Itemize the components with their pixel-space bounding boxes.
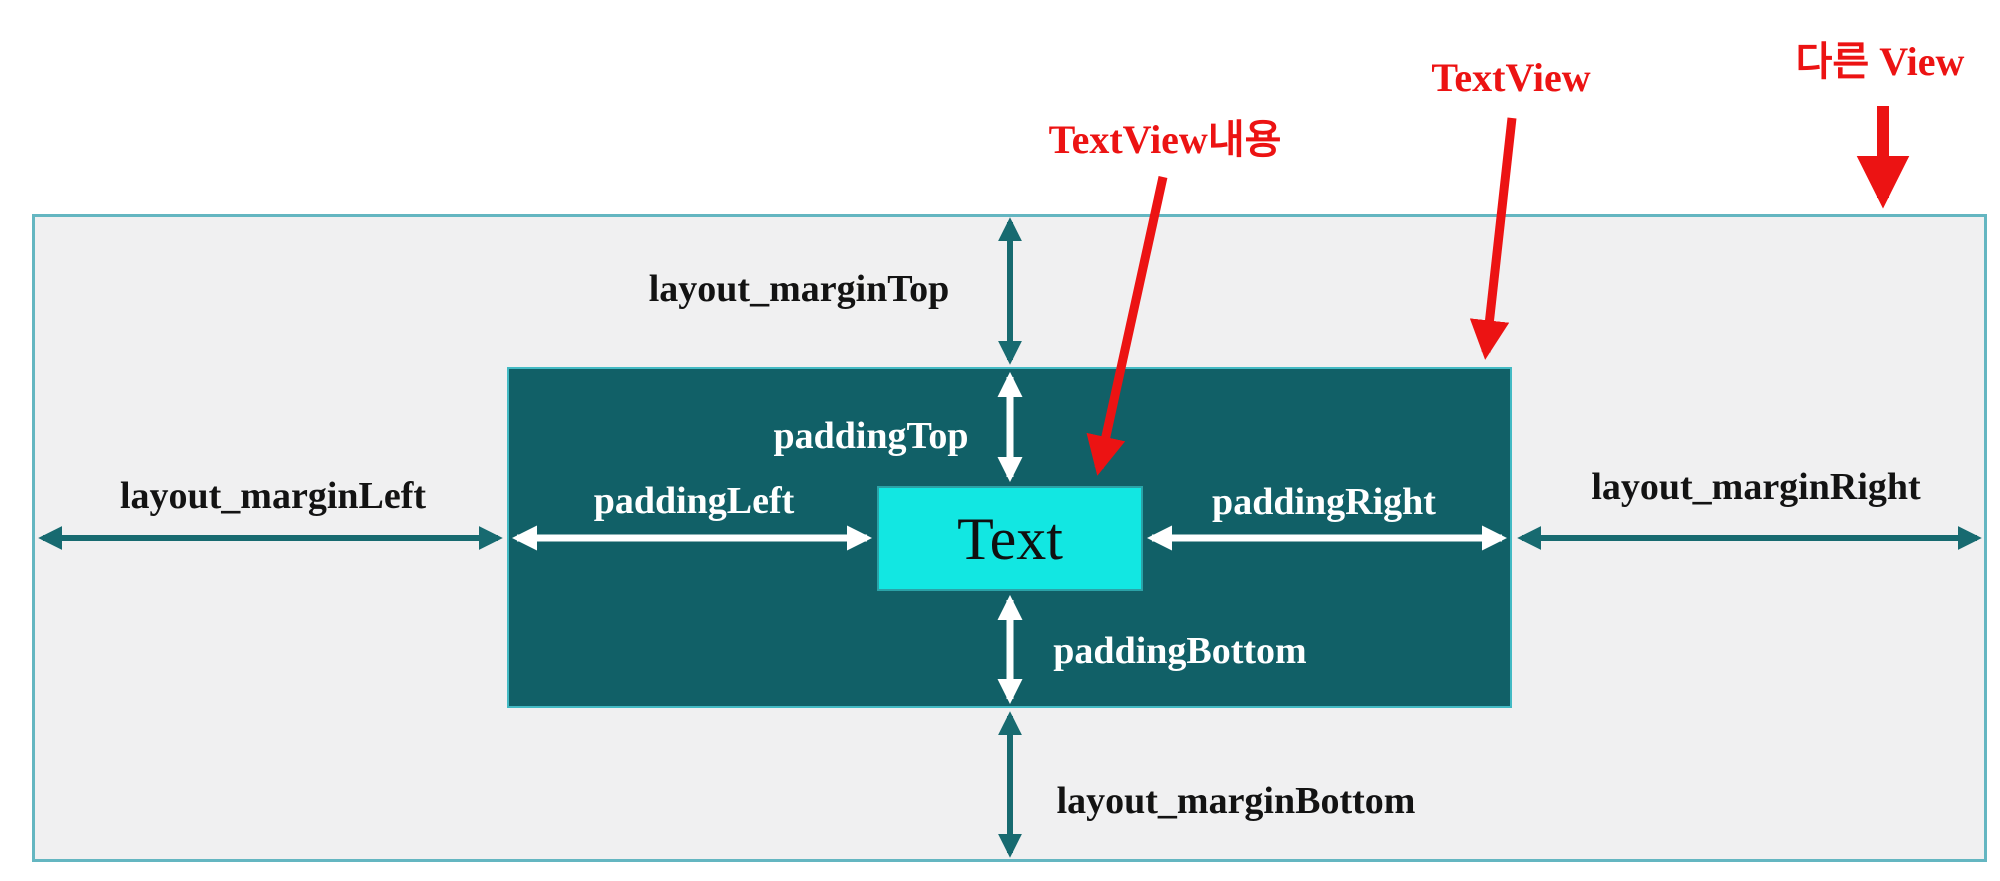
padding-right-label: paddingRight <box>1212 481 1436 524</box>
layout-margin-left-label: layout_marginLeft <box>119 475 427 518</box>
textview-annotation: TextView <box>1431 55 1591 100</box>
other-view-annotation: 다른 View <box>1795 39 1965 84</box>
padding-bottom-label: paddingBottom <box>1053 630 1307 673</box>
padding-top-label: paddingTop <box>773 415 969 458</box>
layout-margin-bottom-label: layout_marginBottom <box>1056 780 1416 823</box>
padding-left-label: paddingLeft <box>593 480 795 523</box>
text-content-box: Text <box>877 486 1143 591</box>
layout-margin-top-label: layout_marginTop <box>648 268 950 311</box>
layout-margin-right-label: layout_marginRight <box>1591 466 1921 509</box>
textview-content-annotation: TextView내용 <box>1048 117 1282 162</box>
text-content-label: Text <box>957 505 1063 572</box>
